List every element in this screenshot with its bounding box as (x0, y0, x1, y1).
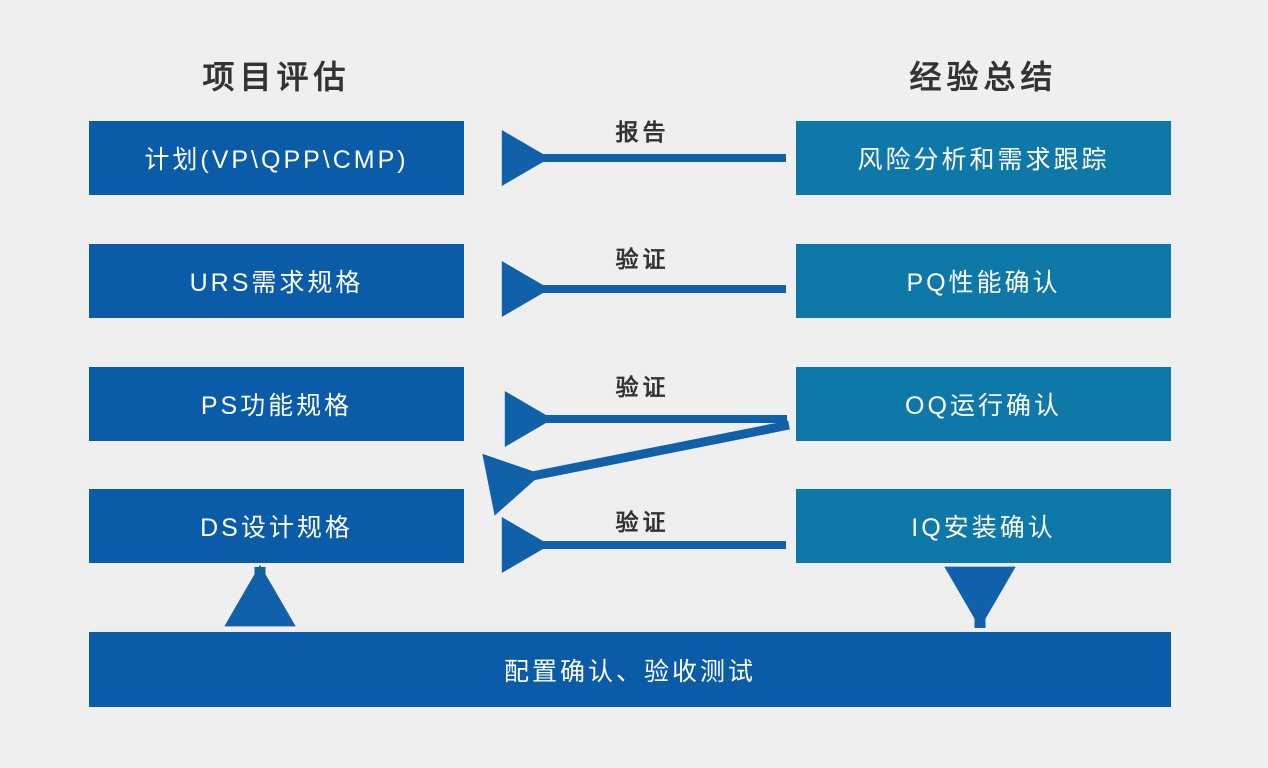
arrow-label-verify-row3: 验证 (615, 374, 670, 400)
right-box-oq[interactable]: OQ运行确认 (796, 367, 1171, 441)
left-box-plan[interactable]: 计划(VP\QPP\CMP) (89, 121, 464, 195)
bottom-box-configuration-acceptance[interactable]: 配置确认、验收测试 (89, 632, 1171, 707)
left-box-ps[interactable]: PS功能规格 (89, 367, 464, 441)
arrow-label-verify-row2: 验证 (615, 246, 670, 272)
right-box-pq[interactable]: PQ性能确认 (796, 244, 1171, 318)
arrow-label-verify-row4: 验证 (615, 509, 670, 535)
left-box-ds[interactable]: DS设计规格 (89, 489, 464, 563)
arrow-label-report: 报告 (615, 119, 670, 145)
left-box-urs[interactable]: URS需求规格 (89, 244, 464, 318)
right-box-risk-analysis[interactable]: 风险分析和需求跟踪 (796, 121, 1171, 195)
left-column-heading: 项目评估 (202, 59, 351, 95)
right-box-iq[interactable]: IQ安装确认 (796, 489, 1171, 563)
verify-arrow-diagonal (482, 420, 790, 516)
right-column-heading: 经验总结 (909, 59, 1058, 95)
